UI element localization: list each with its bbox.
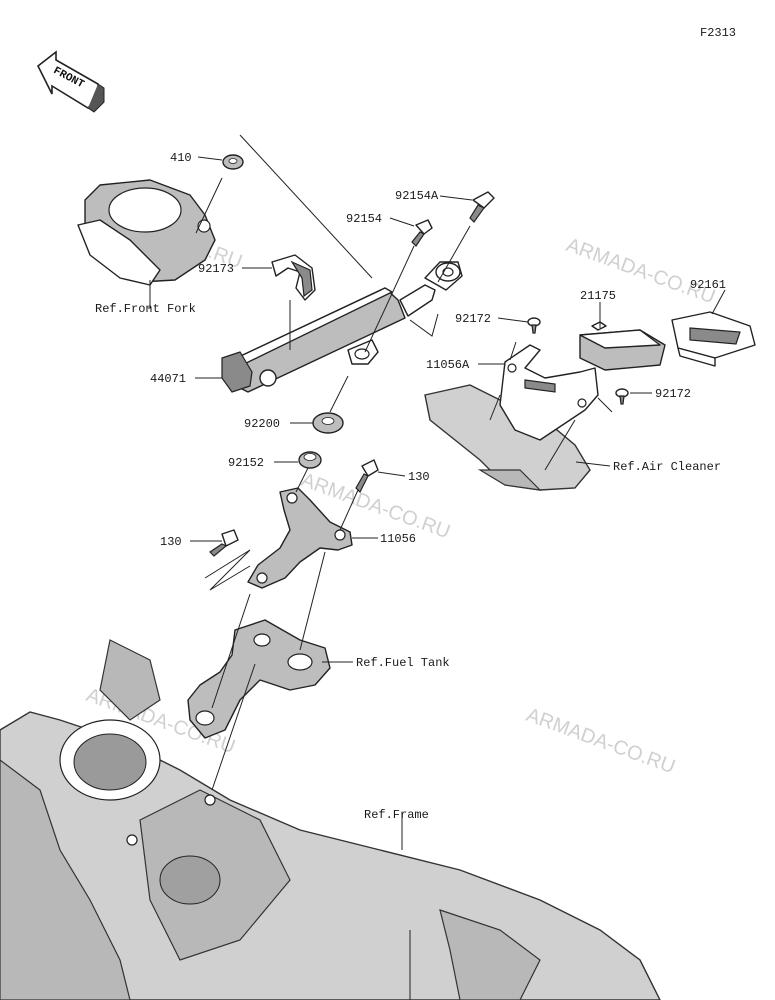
- label-92172-right: 92172: [655, 387, 691, 401]
- front-arrow-icon: FRONT: [36, 50, 105, 113]
- clamp-92173-part: [271, 254, 316, 301]
- bolt-130-left-part: [209, 529, 239, 557]
- label-130-upper: 130: [408, 470, 430, 484]
- bolt-130-upper-part: [355, 459, 379, 494]
- label-21175: 21175: [580, 289, 616, 303]
- label-92154a: 92154A: [395, 189, 439, 203]
- bracket-11056-part: [247, 487, 353, 589]
- label-11056: 11056: [380, 532, 416, 546]
- watermark-5: ARMADA-CO.RU: [523, 704, 678, 778]
- label-92154: 92154: [346, 212, 382, 226]
- bolt-92154a-part: [469, 191, 495, 223]
- label-11056a: 11056A: [426, 358, 470, 372]
- bolt-92154-part: [411, 219, 433, 247]
- ref-frame: Ref.Frame: [364, 808, 429, 822]
- bracket-11056a-part: [499, 344, 599, 441]
- label-92200: 92200: [244, 417, 280, 431]
- washer-92200-part: [312, 412, 344, 434]
- control-unit-21175-part: [579, 321, 666, 371]
- label-410: 410: [170, 151, 192, 165]
- screw-92172-right-part: [615, 388, 629, 405]
- label-44071: 44071: [150, 372, 186, 386]
- rubber-92161-part: [671, 311, 756, 367]
- figure-code: F2313: [700, 26, 736, 40]
- ref-fuel-tank: Ref.Fuel Tank: [356, 656, 450, 670]
- label-92172-upper: 92172: [455, 312, 491, 326]
- frame-part: [0, 639, 661, 1000]
- label-92152: 92152: [228, 456, 264, 470]
- collar-92152-part: [298, 451, 322, 469]
- label-130-left: 130: [160, 535, 182, 549]
- fuel-tank-bracket-part: [187, 619, 331, 739]
- label-92161: 92161: [690, 278, 726, 292]
- steering-damper-44071-part: [221, 261, 463, 393]
- front-fork-clamp-part: [77, 179, 216, 286]
- ref-air-cleaner: Ref.Air Cleaner: [613, 460, 721, 474]
- ref-front-fork: Ref.Front Fork: [95, 302, 196, 316]
- label-92173: 92173: [198, 262, 234, 276]
- screw-92172-upper-part: [527, 317, 541, 334]
- leader-lines: [148, 134, 726, 1000]
